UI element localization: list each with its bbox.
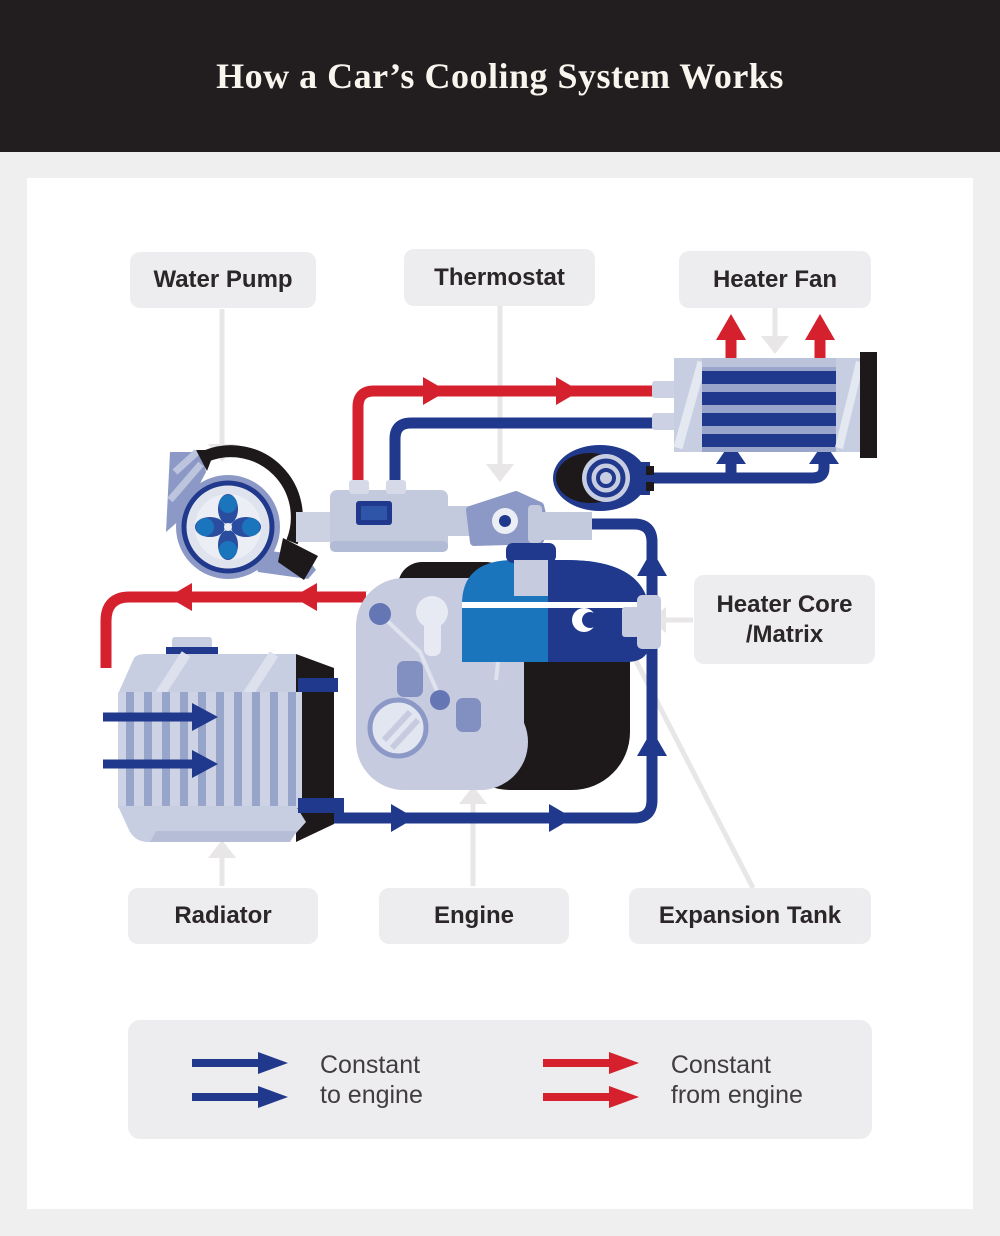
- heater-core-label-line1: Heater Core: [716, 590, 853, 618]
- pump-outlet-hose: [296, 512, 334, 542]
- thermostat-label: Thermostat: [404, 249, 595, 306]
- core-port: [652, 381, 678, 398]
- radiator-top-fitting: [298, 678, 338, 692]
- heater-core-fitting: [637, 595, 661, 649]
- blue-flow-arrows: [391, 442, 839, 832]
- radiator-airflow-arrows: [103, 703, 218, 778]
- housing-stub: [386, 480, 406, 494]
- engine-inlet-hose: [540, 512, 592, 540]
- heater-core-label-line2: /Matrix: [745, 620, 824, 648]
- page-title: How a Car’s Cooling System Works: [216, 56, 784, 96]
- heater-core-illustration: [652, 352, 877, 458]
- radiator-arrow-icon: [208, 840, 236, 858]
- red-flow-arrows: [168, 314, 835, 611]
- red-arrow-icon: [805, 314, 835, 340]
- expansion-tank-illustration: [462, 543, 661, 662]
- thermostat-arrow-icon: [486, 464, 514, 482]
- heater-fan-arrow-icon: [761, 336, 789, 354]
- engine-label: Engine: [379, 888, 569, 944]
- blue-arrow-icon: [192, 750, 218, 778]
- thermostat-illustration: [296, 480, 592, 552]
- heater-fan-label: Heater Fan: [679, 251, 871, 308]
- blue-arrow-icon: [716, 442, 746, 464]
- fan-connector: [632, 462, 650, 495]
- expansion-tank-label: Expansion Tank: [629, 888, 871, 944]
- bracket-stub: [528, 505, 542, 543]
- radiator-filler-lid: [172, 637, 212, 649]
- tank-neck: [514, 560, 548, 596]
- blue-arrow-icon: [809, 442, 839, 464]
- red-pipe-engine-to-radiator: [100, 591, 366, 668]
- blue-arrow-icon: [637, 550, 667, 576]
- legend-item-from-engine: Constant from engine: [541, 1050, 803, 1110]
- radiator-bottom-fitting: [298, 798, 344, 813]
- legend-text-to-engine: Constant to engine: [320, 1050, 423, 1109]
- red-coolant-pipes: [100, 338, 826, 668]
- red-arrow-icon: [293, 583, 317, 611]
- heater-core-label: Heater Core /Matrix: [694, 575, 875, 664]
- red-arrow-icon: [423, 377, 447, 405]
- header: How a Car’s Cooling System Works: [0, 0, 1000, 152]
- water-pump-illustration: [166, 445, 318, 580]
- heater-core-fitting: [622, 607, 639, 637]
- red-legend-arrows-icon: [542, 1051, 639, 1108]
- core-end-cap: [860, 352, 877, 458]
- heater-fan-illustration: [553, 445, 654, 511]
- blue-pipe-fan-to-heatercore: [645, 462, 830, 484]
- blue-pipe-radiator-to-engine: [316, 518, 658, 824]
- blue-pipe-thermostat-to-heatercore: [389, 417, 662, 492]
- tank-cap: [506, 543, 556, 563]
- radiator-illustration: [118, 637, 344, 842]
- housing-stub: [349, 480, 369, 494]
- legend: Constant to engine Constant from engine: [128, 1020, 872, 1139]
- blue-coolant-pipes: [316, 417, 830, 824]
- blue-arrow-icon: [637, 730, 667, 756]
- radiator-side-panel: [296, 654, 334, 842]
- legend-item-to-engine: Constant to engine: [190, 1050, 423, 1110]
- red-arrow-icon: [716, 314, 746, 340]
- blue-arrow-icon: [549, 804, 573, 832]
- red-arrow-icon: [168, 583, 192, 611]
- water-pump-label: Water Pump: [130, 252, 316, 308]
- engine-arrow-icon: [459, 786, 487, 804]
- blue-arrow-icon: [391, 804, 415, 832]
- radiator-top-tank: [118, 654, 306, 694]
- red-pipe-thermostat-to-heatercore: [352, 385, 662, 492]
- legend-text-from-engine: Constant from engine: [670, 1050, 803, 1109]
- core-port: [652, 413, 678, 430]
- blue-arrow-icon: [192, 703, 218, 731]
- red-arrow-icon: [556, 377, 580, 405]
- blue-legend-arrows-icon: [192, 1051, 288, 1108]
- radiator-label: Radiator: [128, 888, 318, 944]
